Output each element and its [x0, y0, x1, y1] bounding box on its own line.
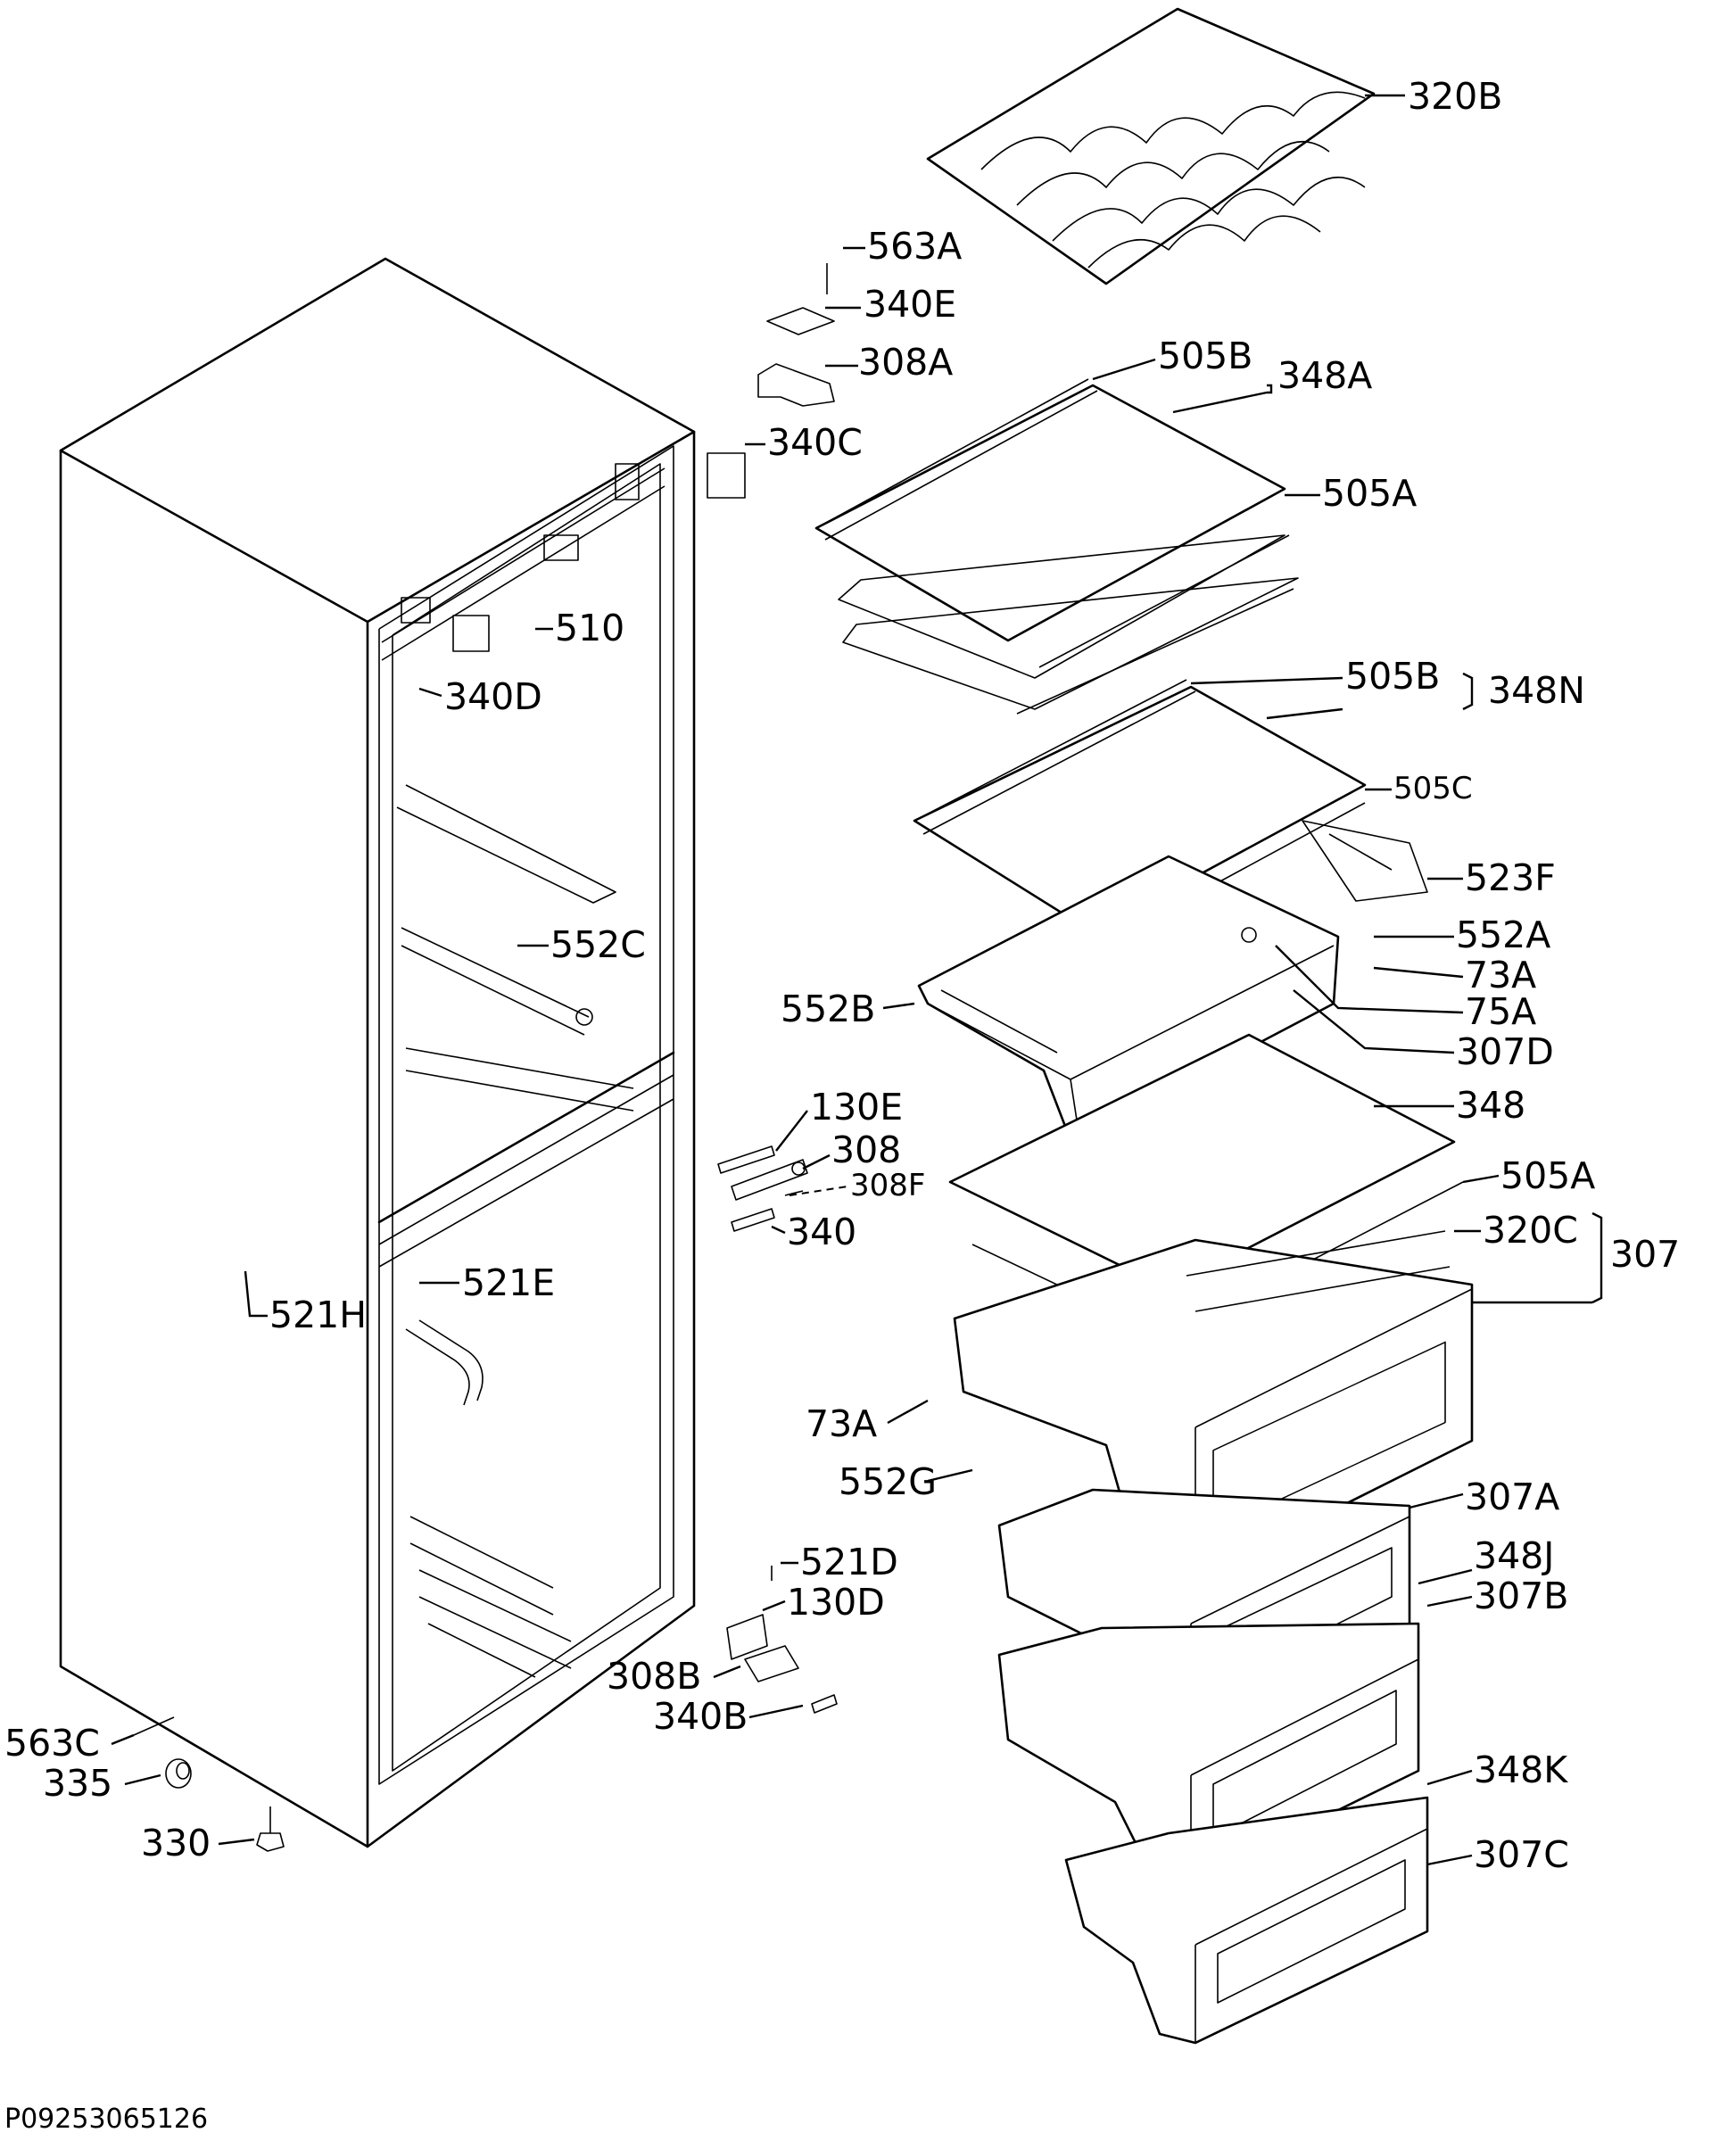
callout-348j: 348J — [1474, 1534, 1554, 1577]
callout-307: 307 — [1610, 1233, 1680, 1276]
callout-308a: 308A — [858, 341, 953, 384]
callout-307d: 307D — [1456, 1030, 1554, 1073]
callout-505b-mid: 505B — [1345, 655, 1440, 698]
callout-505b-top: 505B — [1158, 335, 1252, 377]
leader-lines — [111, 94, 1603, 1866]
callout-130e: 130E — [810, 1086, 903, 1128]
callout-340e: 340E — [864, 283, 956, 326]
callout-320b: 320B — [1408, 75, 1502, 118]
callout-307c: 307C — [1474, 1833, 1569, 1876]
callout-552b: 552B — [781, 988, 875, 1030]
wine-rack-drawing — [926, 7, 1376, 285]
callout-552c: 552C — [550, 923, 646, 966]
callout-521e: 521E — [462, 1261, 555, 1304]
callout-307a: 307A — [1465, 1476, 1559, 1518]
callout-73a-lower: 73A — [806, 1402, 877, 1445]
callout-308b: 308B — [607, 1655, 701, 1698]
callout-563c: 563C — [4, 1722, 100, 1765]
bottom-hinge-drawing — [726, 1566, 838, 1714]
callout-308: 308 — [831, 1128, 901, 1171]
callout-521d: 521D — [800, 1541, 898, 1583]
callout-521h: 521H — [269, 1294, 367, 1336]
vent-grill — [1186, 1230, 1451, 1312]
shelf-set-top-drawing — [814, 378, 1299, 715]
callout-505c: 505C — [1393, 771, 1473, 806]
freezer-drawer-307c — [1064, 1796, 1429, 2045]
feet-drawing — [133, 1716, 285, 1852]
callout-340c: 340C — [767, 421, 863, 464]
callout-348a: 348A — [1277, 354, 1372, 397]
callout-348: 348 — [1456, 1084, 1525, 1127]
callout-130d: 130D — [787, 1581, 885, 1624]
callout-505a-lower: 505A — [1500, 1154, 1595, 1197]
cabinet-body — [59, 257, 696, 1848]
callout-552a: 552A — [1456, 913, 1550, 956]
callout-340d: 340D — [444, 675, 542, 718]
callout-340: 340 — [787, 1211, 856, 1253]
drawing-reference-number: P09253065126 — [4, 2104, 208, 2135]
callout-75a: 75A — [1465, 990, 1536, 1033]
callout-348n: 348N — [1488, 669, 1585, 712]
top-hinge-drawing — [707, 263, 835, 499]
middle-hinge-drawing — [717, 1145, 808, 1232]
callout-348k: 348K — [1474, 1748, 1568, 1791]
shelf-set-mid-drawing — [913, 679, 1428, 947]
callout-labels: 320B 563A 340E 308A 505B 348A 340C 505A … — [4, 75, 1680, 1876]
callout-73a-upper: 73A — [1465, 954, 1536, 996]
callout-308f: 308F — [850, 1168, 925, 1203]
callout-505a-top: 505A — [1322, 472, 1417, 515]
callout-552g: 552G — [839, 1460, 937, 1503]
callout-307b: 307B — [1474, 1575, 1568, 1617]
callout-320c: 320C — [1483, 1209, 1578, 1252]
callout-340b: 340B — [653, 1695, 748, 1738]
callout-563a: 563A — [867, 225, 962, 268]
callout-335: 335 — [43, 1762, 112, 1805]
callout-510: 510 — [555, 607, 624, 649]
callout-523f: 523F — [1465, 856, 1556, 899]
callout-330: 330 — [141, 1822, 211, 1864]
